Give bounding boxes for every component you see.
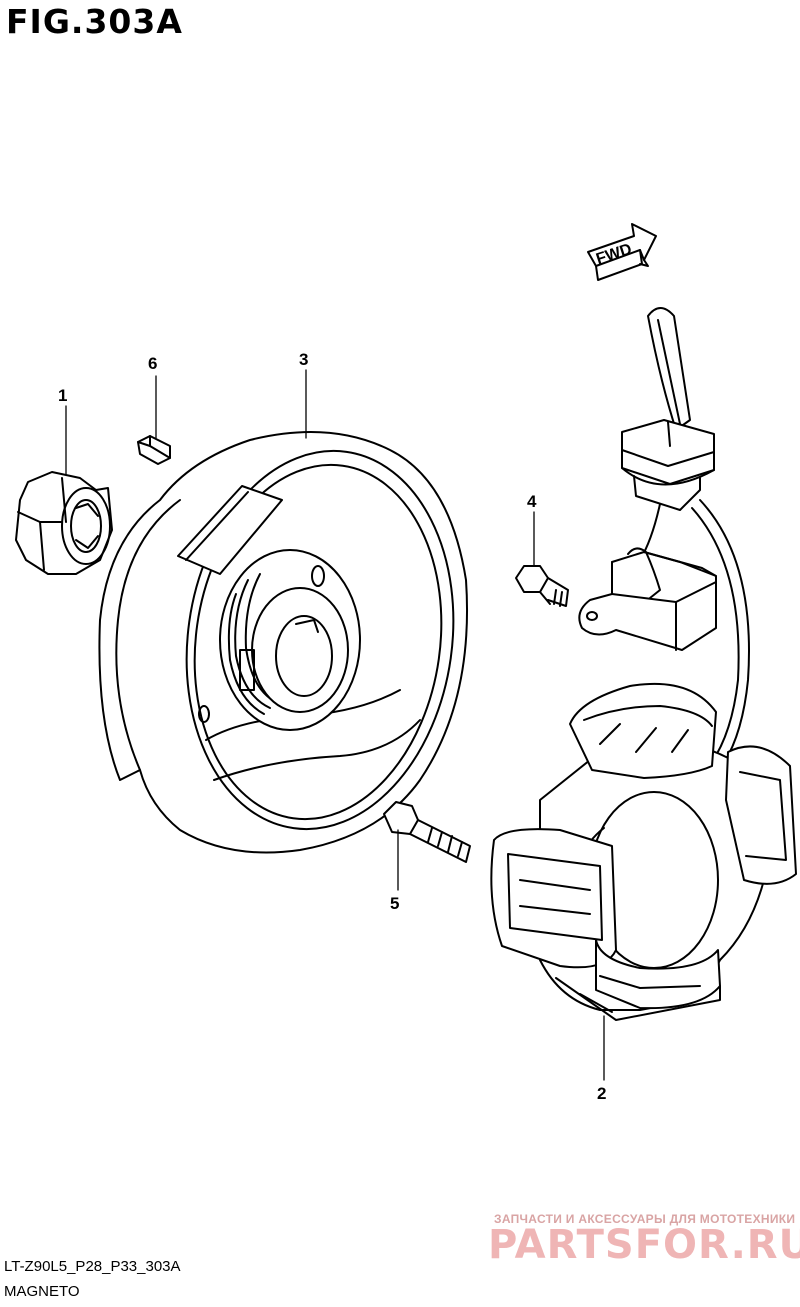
watermark-tagline: ЗАПЧАСТИ И АКСЕССУАРЫ ДЛЯ МОТОТЕХНИКИ <box>494 1212 796 1226</box>
callout-6: 6 <box>148 354 158 373</box>
callout-5: 5 <box>390 894 400 913</box>
bolt-part-4 <box>515 565 569 607</box>
watermark-logo: PARTSFOR.RU <box>488 1222 800 1268</box>
flange-nut-part <box>15 471 113 575</box>
figure-title: FIG.303A <box>6 2 183 41</box>
fwd-arrow-icon <box>587 223 657 281</box>
bolt-part-5 <box>383 801 471 863</box>
callout-4: 4 <box>527 492 537 511</box>
woodruff-key-part <box>137 435 171 465</box>
callout-1: 1 <box>58 386 68 405</box>
flywheel-rotor-part <box>98 431 469 854</box>
leader-lines <box>65 369 605 1081</box>
callout-2: 2 <box>597 1084 607 1103</box>
model-code: LT-Z90L5_P28_P33_303A <box>4 1258 181 1275</box>
callout-3: 3 <box>299 350 309 369</box>
section-name: MAGNETO <box>4 1283 80 1300</box>
stator-assembly-part <box>490 307 797 1021</box>
